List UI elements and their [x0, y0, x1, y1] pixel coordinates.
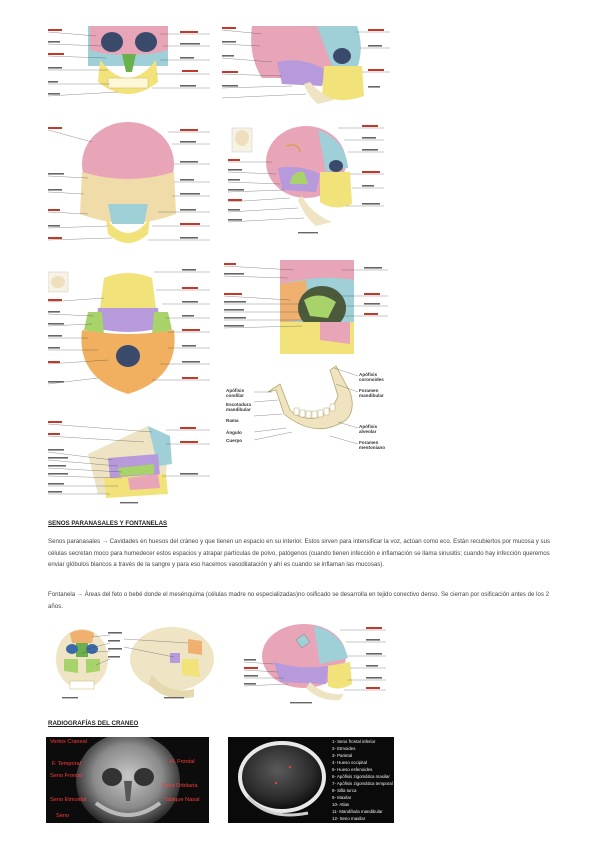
sinuses-section-heading: SENOS PARANASALES Y FONTANELAS: [48, 520, 168, 527]
skull-anterior-view-figure: [48, 26, 210, 106]
orbit-illustration: [224, 260, 388, 354]
xray-label-frontal-bone: H. Frontal: [170, 759, 195, 765]
xray-legend-12: 12- Seno maxilar: [332, 816, 366, 821]
skull-posterior-view-figure: [48, 122, 210, 252]
xray-legend-1: 1- Seno frontal inferior: [332, 739, 376, 744]
mandible-label-coronoid-process: Apófisis coronoides: [359, 372, 384, 382]
xray-label-orbit: Fosa Orbitaria: [162, 783, 198, 789]
xray-legend-6: 6- Apófisis zigomática maxilar: [332, 774, 390, 779]
skull-oblique-view-figure: [228, 122, 384, 240]
paranasal-sinuses-figure: [52, 625, 214, 703]
xray-label-ethmoid-sinus: Seno Etmoidal: [50, 797, 87, 803]
fetal-skull-fontanelles-figure: [244, 622, 386, 706]
radiography-section-heading: RADIOGRAFÍAS DEL CRANEO: [48, 720, 139, 727]
skull-inferior-view-figure: [48, 268, 210, 398]
xray-label-frontal-sinus: Seno Frontal: [50, 773, 83, 779]
mandible-label-body: Cuerpo: [226, 438, 243, 443]
nasal-cavity-sagittal-figure: [48, 414, 210, 510]
xray-label-sinus: Seno: [56, 813, 70, 819]
sinuses-paragraph: Senos paranasales → Cavidades en huesos …: [48, 538, 550, 568]
skull-anterior-illustration: [48, 26, 210, 97]
fontanelle-paragraph: Fontanela → Áreas del feto o bebé donde …: [48, 591, 549, 610]
mandible-label-condylar-process: Apófisis condilar: [226, 388, 245, 398]
mandible-illustration: [253, 365, 359, 445]
xray-frontal-image: [46, 737, 209, 823]
mandible-label-mandibular-foramen: Foramen mandibular: [359, 388, 384, 398]
mandible-label-angle: Ángulo: [226, 430, 242, 435]
fetal-skull-illustration: [244, 624, 386, 704]
mandible-label-ramus: Rama: [226, 418, 239, 423]
skull-posterior-illustration: [48, 122, 210, 243]
skull-lateral-view-figure: [222, 26, 390, 106]
xray-legend-8: 8- Silla turca: [332, 788, 357, 793]
skull-oblique-illustration: [228, 125, 384, 234]
xray-label-vertex: Vertex Craneal: [50, 739, 88, 745]
xray-lateral-image: [228, 737, 394, 823]
xray-legend-3: 3- Parietal: [332, 753, 353, 758]
nasal-cavity-illustration: [48, 421, 210, 504]
skull-xray-frontal: Vertex Craneal F. Temporal Seno Frontal …: [46, 737, 209, 823]
skull-xray-lateral: 1- Seno frontal inferior 2- Etmoides 3- …: [228, 737, 394, 823]
sinuses-illustration: [56, 627, 214, 699]
mandible-label-mental-foramen: Foramen mentoniano: [359, 440, 386, 450]
xray-legend-4: 4- Hueso occipital: [332, 760, 367, 765]
mandible-label-alveolar-process: Apófisis alveolar: [359, 424, 378, 434]
skull-lateral-illustration: [222, 26, 390, 104]
skull-base-illustration: [48, 269, 210, 394]
xray-legend-2: 2- Etmoides: [332, 746, 356, 751]
xray-legend-11: 11- Mandíbula mandibular: [332, 809, 383, 814]
mandible-figure: Apófisis condilar Escotadura mandibular …: [226, 362, 396, 452]
xray-legend-10: 10- Atlas: [332, 802, 350, 807]
xray-label-temporal: F. Temporal: [52, 761, 81, 767]
orbit-bones-figure: [224, 260, 388, 354]
xray-legend-9: 9- Maxilar: [332, 795, 352, 800]
mandible-label-mandibular-notch: Escotadura mandibular: [226, 402, 252, 412]
xray-legend-5: 5- Hueso esfenoides: [332, 767, 373, 772]
xray-legend-7: 7- Apófisis zigomática temporal: [332, 781, 393, 786]
xray-label-nasal-septum: Tabique Nasal: [164, 797, 200, 803]
